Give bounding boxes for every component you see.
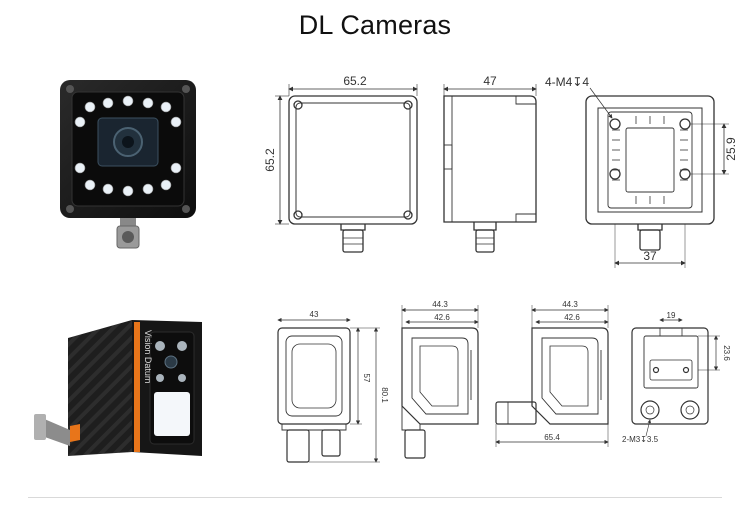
dim-row2-back: 19 23.6 2-M3↧3.5 (622, 311, 731, 444)
brand-label: Vision Datum (143, 330, 153, 383)
footer-divider (28, 497, 722, 498)
row2-back-view (631, 327, 709, 425)
dim-label-47: 47 (483, 74, 497, 88)
dim-row2-front-width: 43 (277, 310, 351, 323)
dim-label-65-2-width: 65.2 (343, 74, 367, 88)
dim-label-57: 57 (362, 374, 371, 383)
dim-row2-side-a: 44.3 42.6 (401, 300, 479, 328)
dim-front-height: 65.2 (263, 95, 289, 225)
dim-row2-side-b: 44.3 42.6 65.4 (495, 300, 609, 447)
dim-label-25-9: 25.9 (724, 137, 738, 161)
dim-label-44-3-a: 44.3 (432, 300, 448, 309)
dim-label-42-6-a: 42.6 (434, 313, 450, 322)
dim-label-65-4: 65.4 (544, 433, 560, 442)
row2-side-view-b (495, 327, 609, 425)
dim-row2-front-heights: 57 80.1 (309, 327, 389, 463)
dl-camera-angled-photo: Vision Datum (34, 320, 202, 456)
dim-label-65-2-height: 65.2 (263, 148, 277, 172)
dim-hole-spacing-vertical: 25.9 (690, 123, 738, 175)
dim-label-42-6-b: 42.6 (564, 313, 580, 322)
dim-label-37: 37 (643, 249, 657, 263)
dim-label-23-6: 23.6 (722, 345, 731, 361)
row1-front-view (288, 95, 418, 253)
row1-side-view (443, 95, 537, 253)
dim-label-4-m4: 4-M4↧4 (545, 75, 589, 89)
row2-side-view-a (401, 327, 479, 459)
dim-label-43: 43 (310, 310, 319, 319)
dim-front-width: 65.2 (288, 74, 418, 96)
dim-label-44-3-b: 44.3 (562, 300, 578, 309)
dim-hole-spacing-horizontal: 37 (614, 224, 686, 268)
dim-label-80-1: 80.1 (380, 387, 389, 403)
dim-label-19: 19 (667, 311, 676, 320)
dim-label-2-m3: 2-M3↧3.5 (622, 435, 659, 444)
row2-front-view (277, 327, 351, 463)
dim-thread-callout: 4-M4↧4 (545, 75, 613, 119)
dim-side-depth: 47 (443, 74, 537, 96)
dl-camera-front-photo (60, 80, 196, 249)
row1-back-view (585, 95, 715, 251)
page-title: DL Cameras (298, 10, 452, 40)
